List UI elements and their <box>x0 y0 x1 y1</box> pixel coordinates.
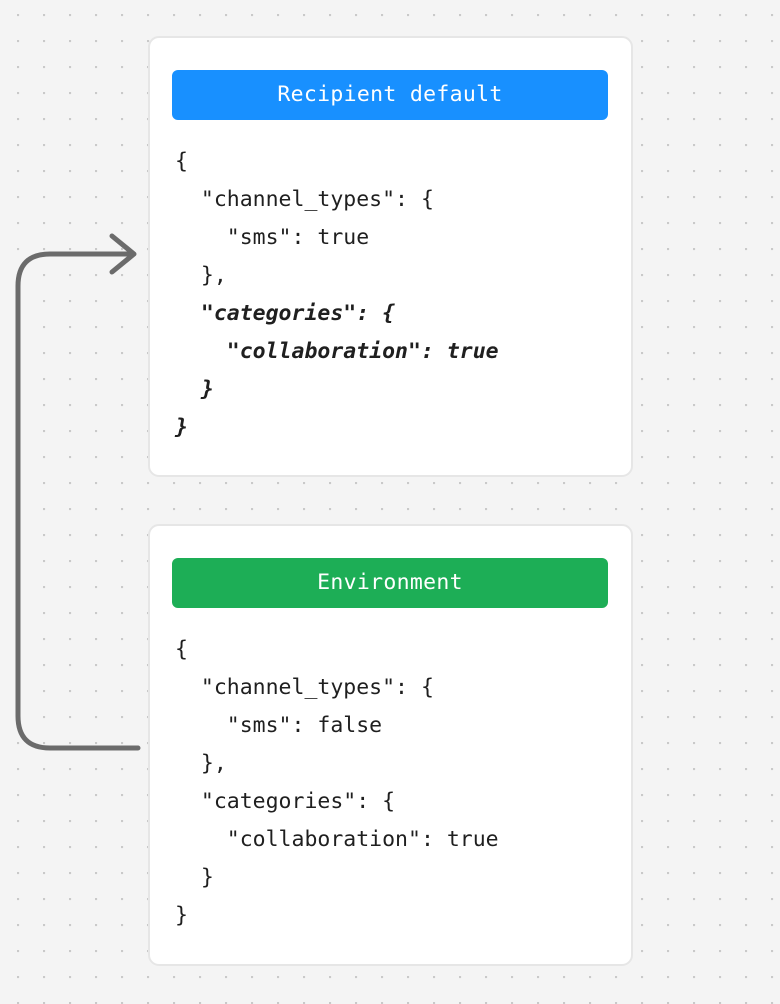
card-recipient-default[interactable]: Recipient default { "channel_types": { "… <box>148 36 633 477</box>
json-line: "collaboration": true <box>175 339 499 364</box>
json-line: { <box>175 637 188 662</box>
json-line: }, <box>175 263 227 288</box>
json-line: } <box>175 415 188 440</box>
json-line: { <box>175 149 188 174</box>
json-body-environment: { "channel_types": { "sms": false }, "ca… <box>175 631 619 935</box>
json-line: "categories": { <box>175 301 396 326</box>
json-body-recipient-default: { "channel_types": { "sms": true }, "cat… <box>175 143 619 447</box>
json-line: "sms": true <box>175 225 370 250</box>
json-line: "collaboration": true <box>175 827 499 852</box>
json-line: } <box>175 903 188 928</box>
json-line: } <box>175 377 214 402</box>
card-environment[interactable]: Environment { "channel_types": { "sms": … <box>148 524 633 966</box>
badge-environment: Environment <box>172 558 608 608</box>
json-line: }, <box>175 751 227 776</box>
json-line: "categories": { <box>175 789 396 814</box>
badge-environment-label: Environment <box>317 570 463 596</box>
json-line: "channel_types": { <box>175 675 434 700</box>
json-line: } <box>175 865 214 890</box>
json-line: "sms": false <box>175 713 383 738</box>
badge-recipient-default-label: Recipient default <box>277 82 503 108</box>
badge-recipient-default: Recipient default <box>172 70 608 120</box>
json-line: "channel_types": { <box>175 187 434 212</box>
